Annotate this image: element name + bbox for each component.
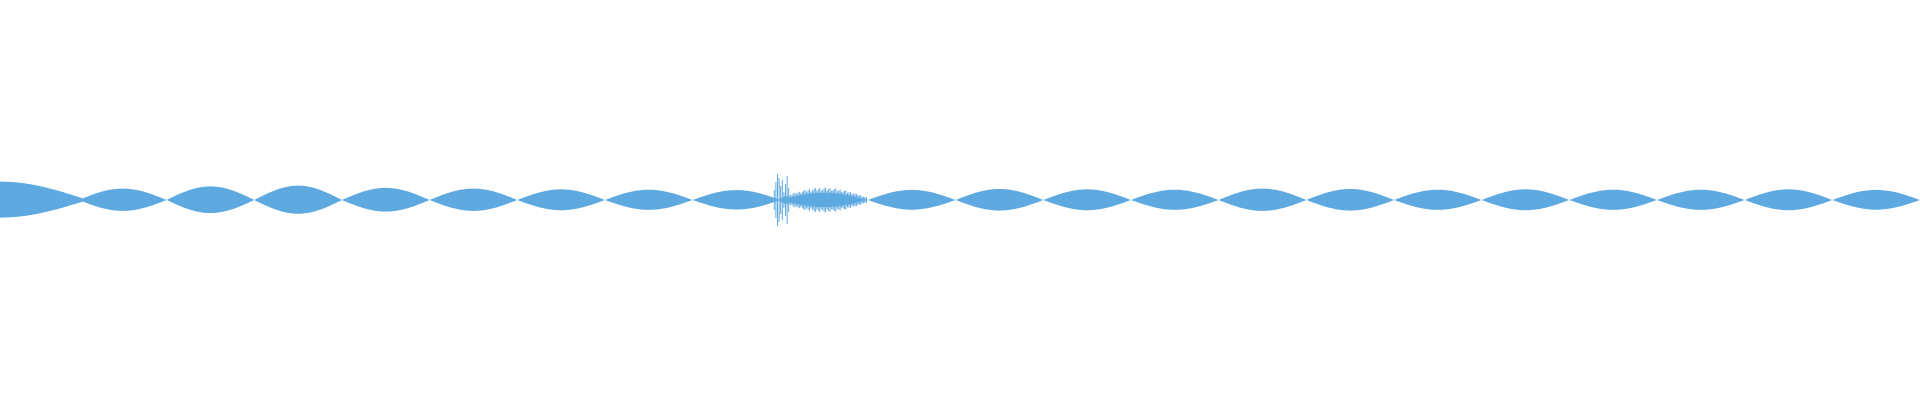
waveform-lobe [1481, 189, 1570, 211]
waveform-lobe [604, 189, 693, 210]
waveform-lobe [692, 174, 790, 226]
waveform-lobe [779, 187, 868, 213]
waveform-lobe-shape [1218, 188, 1307, 211]
waveform-lobe-shape [166, 186, 255, 213]
waveform-lobe-shape [1569, 189, 1657, 210]
waveform-lobe-shape [517, 189, 605, 211]
waveform-lobe [1832, 189, 1920, 210]
waveform-lobe [1306, 189, 1394, 211]
waveform-lobe-shape [1306, 189, 1394, 211]
waveform-lobe [1218, 188, 1307, 211]
waveform-lobe [0, 181, 88, 218]
waveform-lobe [1394, 189, 1482, 210]
waveform-lobe-shape [341, 187, 430, 212]
waveform-lobe-shape [1131, 189, 1219, 210]
waveform-lobe [1569, 189, 1657, 210]
waveform-lobe-shape [1043, 189, 1131, 211]
waveform-lobe-shape [1657, 189, 1745, 210]
waveform-lobe-shape [78, 188, 167, 211]
waveform-lobe [1744, 189, 1833, 211]
waveform-lobe-shape [692, 190, 781, 210]
waveform-lobe-shape [429, 188, 518, 211]
waveform-lobe-shape [955, 189, 1044, 211]
waveform-lobe-shape [1394, 189, 1482, 210]
waveform-lobe-shape [0, 181, 88, 218]
waveform-lobe [1043, 189, 1131, 211]
waveform-lobe [867, 189, 956, 210]
waveform-lobe [1657, 189, 1745, 210]
waveform-lobe-shape [604, 189, 693, 210]
waveform-lobe-shape [1481, 189, 1570, 211]
waveform-lobe [254, 185, 342, 214]
waveform-lobe-shape [867, 189, 956, 210]
waveform-lobe [429, 188, 518, 211]
waveform-lobe [341, 187, 430, 212]
waveform-lobe [78, 188, 167, 211]
waveform-lobe-shape [1832, 189, 1920, 210]
waveform-lobe [166, 186, 255, 213]
waveform-lobe [517, 189, 605, 211]
waveform-lobe-shape [254, 185, 342, 214]
waveform-lobe [1131, 189, 1219, 210]
waveform-lobe-shape [1744, 189, 1833, 211]
waveform-lobe [955, 189, 1044, 211]
